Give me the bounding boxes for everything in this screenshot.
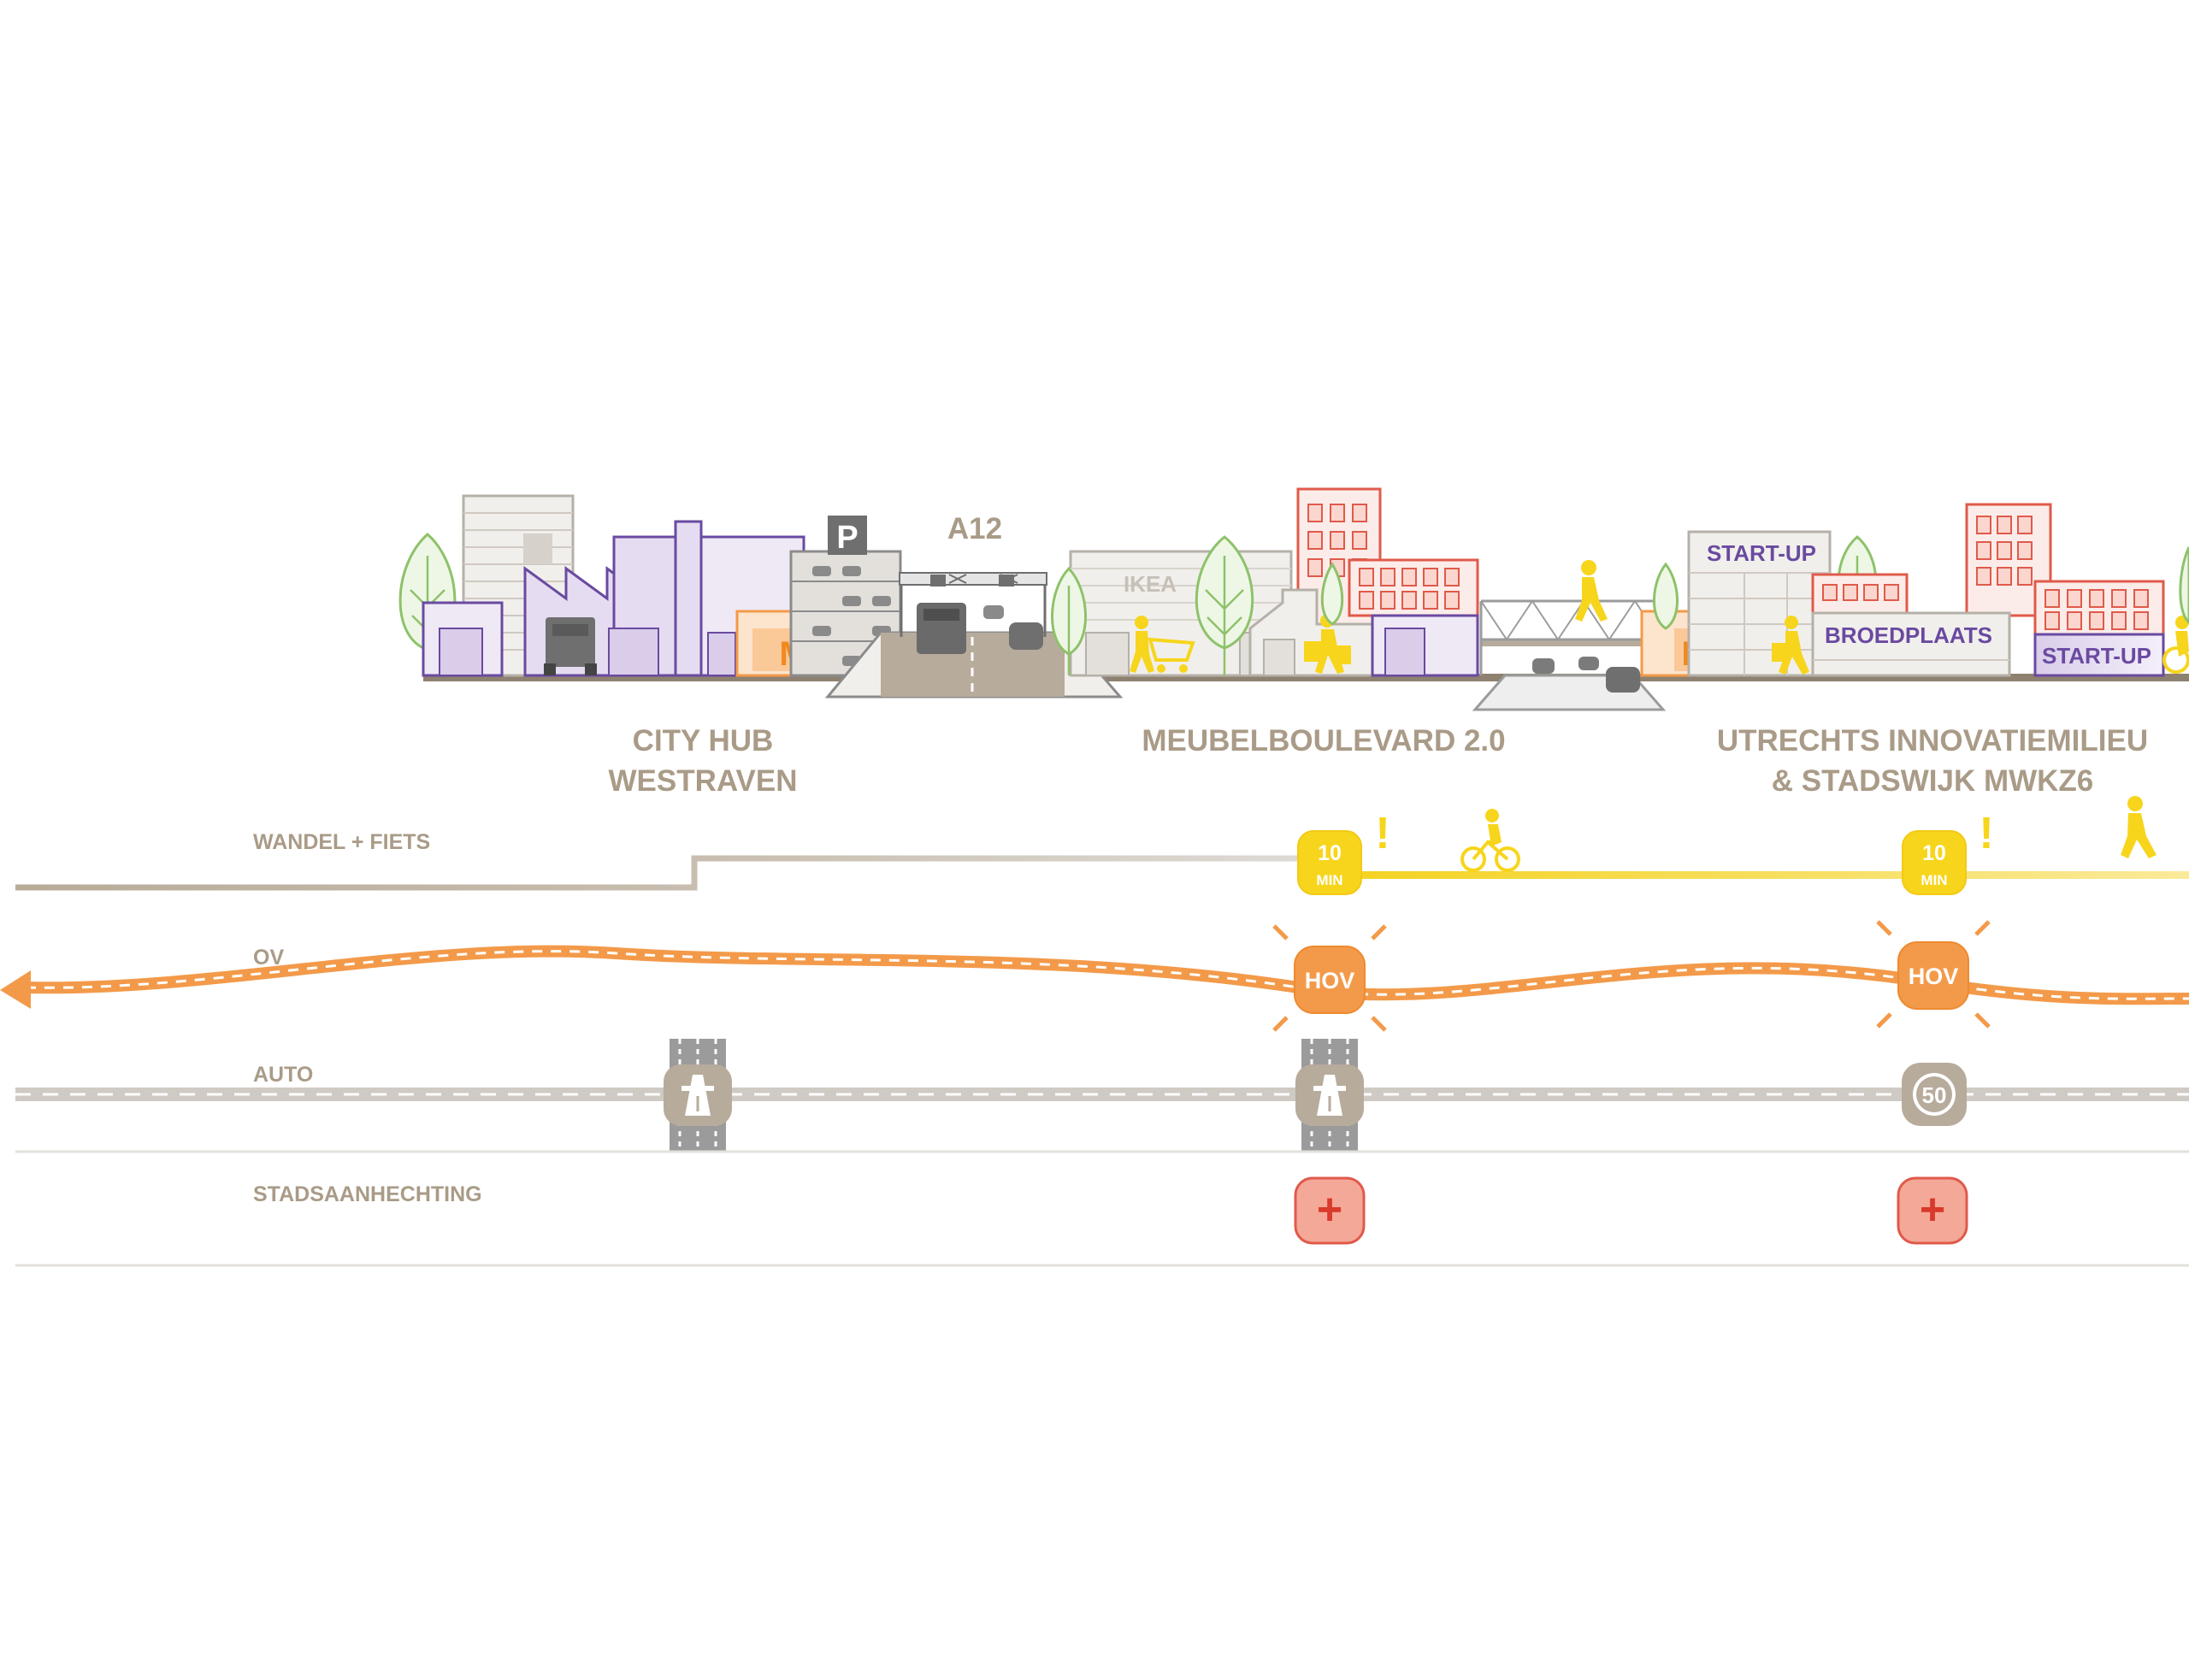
car-icon (1578, 657, 1599, 670)
auto-road (15, 1088, 2189, 1101)
hov-label: HOV (1909, 964, 1959, 989)
hov-station-badge: HOV (1272, 924, 1387, 1032)
car-icon (1606, 667, 1640, 693)
truck-icon (544, 617, 597, 675)
hov-label: HOV (1305, 968, 1355, 993)
pedestrian-icon (1575, 560, 1608, 622)
row-label-auto: AUTO (253, 1063, 313, 1087)
startup-label: START-UP (1707, 540, 1816, 566)
car-icon (1532, 658, 1555, 674)
shopper-cart-icon (1130, 616, 1195, 673)
plus-icon: + (1317, 1185, 1342, 1235)
exclamation-icon: ! (1375, 809, 1390, 858)
ikea-label: IKEA (1124, 571, 1177, 597)
sunken-road (1472, 657, 1667, 711)
burst-icon (1876, 920, 1991, 1029)
walk-path-neutral (15, 855, 1330, 891)
meubelboulevard-title: MEUBELBOULEVARD 2.0 (1142, 724, 1505, 757)
highway-a12: A12 (824, 512, 1124, 699)
location-labels: CITY HUB WESTRAVEN MEUBELBOULEVARD 2.0 U… (608, 724, 2148, 798)
warehouse-small (422, 601, 504, 677)
cyclist-icon (1460, 809, 1520, 872)
broedplaats-complex: BROEDPLAATS (1811, 503, 2052, 677)
startup-label: START-UP (2042, 643, 2151, 669)
walk-minutes: 10 (1318, 841, 1342, 865)
utrechts-title-line2: & STADSWIJK MWKZ6 (1772, 764, 2094, 798)
walk-unit: MIN (1316, 872, 1342, 888)
speed-limit-icon: 50 (1902, 1063, 1967, 1126)
row-public-transport: OV HOV HOV (0, 920, 2189, 1032)
pedestrian-icon (2121, 796, 2157, 858)
car-icon (1009, 622, 1043, 650)
startup-building: START-UP (2033, 580, 2165, 677)
plus-icon: + (1920, 1185, 1945, 1235)
city-hub-title-line2: WESTRAVEN (608, 764, 797, 798)
tree-icon (1051, 566, 1087, 675)
cyclist-icon (2162, 616, 2189, 674)
row-walk-cycle: WANDEL + FIETS 10 MIN ! 10 MIN ! (15, 796, 2189, 895)
row-label-ov: OV (253, 946, 284, 970)
pedestrian-bag-icon (1772, 616, 1809, 675)
tree-icon (1653, 562, 1679, 630)
row-label-city: STADSAANHECHTING (253, 1182, 482, 1206)
pedestrian-bridge (1479, 560, 1662, 675)
apartment-block (1348, 558, 1479, 677)
exclamation-icon: ! (1979, 809, 1993, 858)
skyline: M P A12 (398, 487, 2189, 711)
car-icon (983, 605, 1004, 619)
arrow-left-icon (0, 970, 31, 1009)
walk-time-badge: 10 MIN (1902, 830, 1967, 895)
row-label-walk: WANDEL + FIETS (253, 830, 430, 854)
ground-line (423, 674, 2189, 681)
highway-interchange-icon (664, 1039, 732, 1152)
hov-station-badge: HOV (1876, 920, 1991, 1029)
speed-limit-value: 50 (1922, 1082, 1947, 1108)
tree-icon (1320, 562, 1344, 626)
tree-icon (1195, 535, 1254, 675)
walk-minutes: 10 (1922, 841, 1946, 865)
ov-line (25, 945, 2189, 1005)
highway-label: A12 (947, 512, 1002, 545)
highway-interchange-icon (1295, 1039, 1364, 1152)
city-hub-title-line1: CITY HUB (633, 724, 774, 757)
tree-icon (2179, 546, 2189, 624)
startup-office: START-UP (1687, 530, 1832, 677)
utrechts-title-line1: UTRECHTS INNOVATIEMILIEU (1717, 724, 2148, 757)
plus-badge: + (1897, 1176, 1968, 1245)
walk-unit: MIN (1921, 872, 1947, 888)
row-city-connection: STADSAANHECHTING + + (253, 1176, 1968, 1245)
walk-path-improved (1330, 871, 2189, 879)
walk-time-badge: 10 MIN (1297, 830, 1362, 895)
broedplaats-label: BROEDPLAATS (1825, 622, 1992, 648)
burst-icon (1272, 924, 1387, 1032)
parking-label: P (836, 520, 858, 556)
row-auto: AUTO (15, 1039, 2189, 1152)
plus-badge: + (1294, 1176, 1366, 1245)
